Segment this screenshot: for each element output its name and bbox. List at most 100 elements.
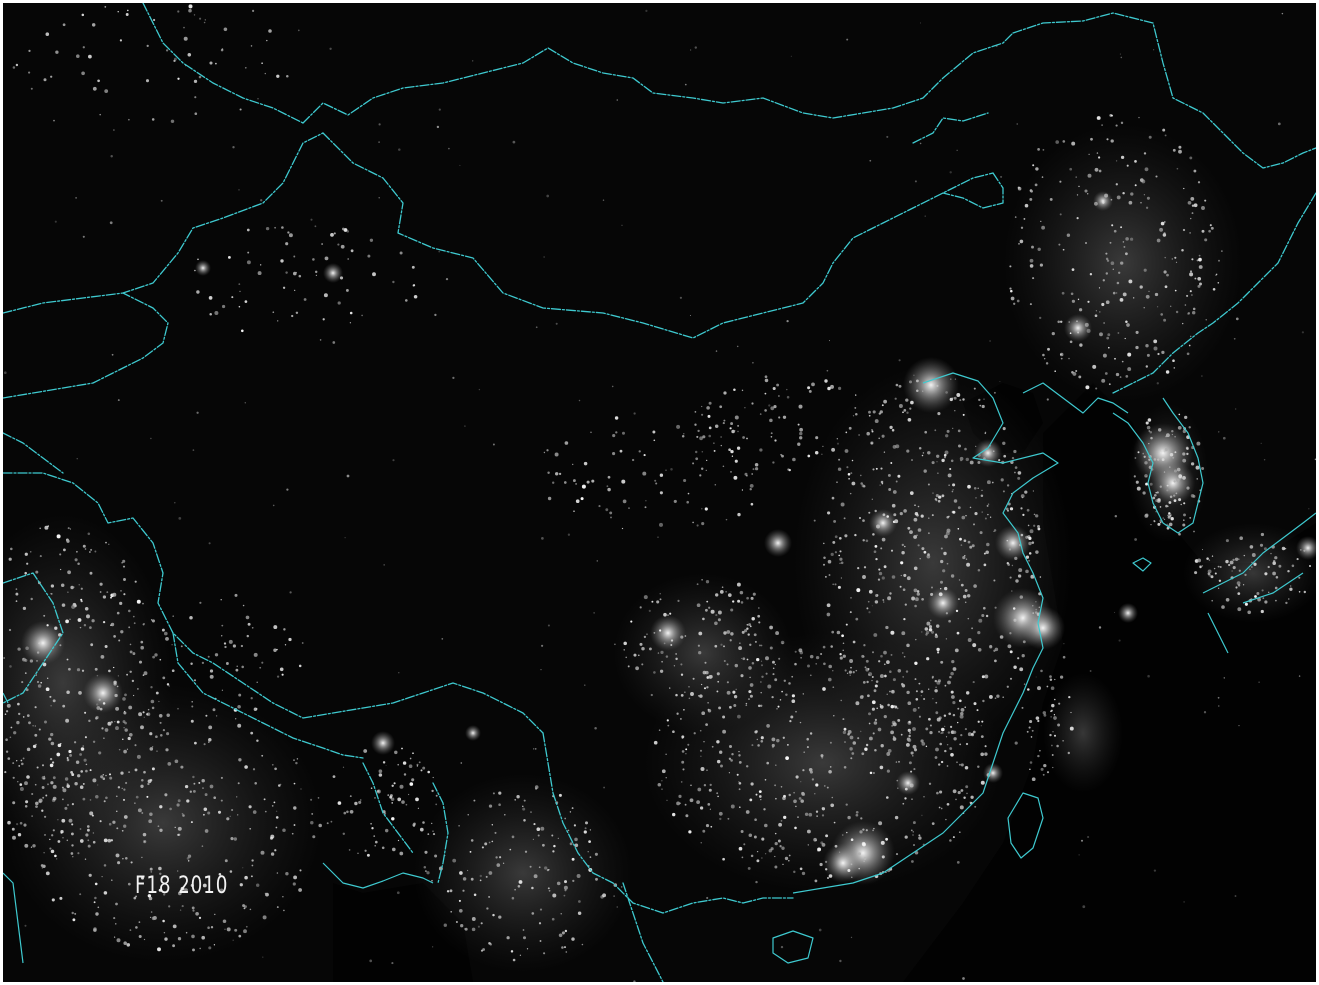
city-light — [1046, 685, 1049, 688]
city-light — [153, 18, 156, 22]
city-light — [865, 743, 869, 747]
mongolia-border — [302, 32, 1014, 124]
city-light — [159, 721, 162, 724]
city-light — [921, 814, 923, 817]
city-light — [643, 635, 647, 639]
city-light — [850, 757, 853, 760]
city-light — [458, 908, 463, 913]
city-light — [1017, 186, 1022, 191]
city-light — [1084, 322, 1089, 327]
city-light — [725, 518, 728, 521]
city-light — [1059, 213, 1062, 216]
city-light — [185, 931, 188, 934]
city-light — [964, 765, 969, 770]
city-light — [793, 870, 796, 874]
city-light — [1156, 382, 1159, 385]
city-light — [87, 839, 90, 842]
city-light — [576, 874, 581, 878]
city-light — [941, 727, 945, 732]
city-light — [653, 439, 656, 442]
city-light — [850, 472, 853, 475]
city-light — [1002, 490, 1005, 493]
city-light — [391, 962, 394, 965]
city-light — [492, 792, 495, 795]
city-light — [128, 609, 131, 613]
city-light — [688, 697, 691, 700]
city-light — [759, 704, 763, 708]
city-light — [349, 809, 354, 814]
city-light — [1085, 242, 1087, 244]
city-light — [106, 591, 109, 593]
city-light — [1021, 654, 1025, 658]
city-light — [754, 467, 759, 471]
city-light — [504, 814, 506, 816]
city-light — [760, 739, 764, 743]
city-light — [1034, 183, 1038, 187]
city-light — [399, 851, 404, 856]
city-light — [945, 434, 949, 438]
city-light — [985, 614, 989, 618]
city-light — [969, 506, 972, 509]
city-light — [82, 782, 85, 785]
city-light — [1037, 686, 1041, 691]
city-light — [146, 44, 149, 48]
city-light — [760, 681, 762, 683]
city-light — [103, 737, 105, 740]
city-light — [700, 683, 703, 686]
city-light — [847, 729, 852, 734]
city-light — [1098, 626, 1102, 629]
city-light — [862, 828, 865, 831]
city-light — [5, 738, 8, 741]
city-light — [934, 429, 937, 432]
city-light — [855, 701, 860, 706]
city-light — [867, 694, 870, 698]
japan-coast — [1202, 512, 1316, 654]
city-light — [881, 576, 885, 580]
city-light — [858, 852, 862, 856]
city-light — [1173, 499, 1177, 502]
city-light — [219, 888, 224, 893]
city-light — [749, 483, 754, 488]
city-light — [52, 796, 57, 801]
city-light — [1178, 498, 1182, 502]
city-light — [881, 482, 884, 485]
city-light — [20, 759, 23, 762]
city-light — [731, 455, 734, 457]
city-light — [1030, 736, 1033, 738]
city-light — [1163, 270, 1167, 274]
city-light — [514, 888, 516, 891]
city-light — [449, 889, 453, 893]
city-light — [422, 821, 425, 824]
city-light — [1267, 565, 1270, 569]
city-light — [198, 781, 201, 784]
city-light — [69, 528, 72, 530]
city-light — [1198, 257, 1202, 262]
city-light — [866, 607, 869, 610]
city-light — [1163, 318, 1167, 322]
city-light — [77, 774, 81, 778]
city-light — [60, 743, 62, 745]
city-light — [224, 928, 226, 931]
city-light — [564, 929, 568, 933]
city-light — [751, 662, 755, 665]
city-light — [226, 927, 231, 932]
city-light — [961, 515, 966, 520]
city-light — [906, 690, 910, 695]
city-light — [80, 600, 83, 603]
city-light — [397, 763, 400, 766]
city-light — [838, 386, 842, 390]
city-light — [221, 635, 223, 637]
city-light — [1026, 508, 1030, 512]
city-light — [149, 747, 154, 751]
city-light — [162, 728, 166, 732]
city-light — [798, 404, 803, 409]
city-light — [89, 769, 92, 772]
city-light — [138, 660, 143, 664]
city-light — [980, 752, 985, 757]
city-light — [450, 910, 453, 913]
city-light — [605, 508, 609, 512]
city-light — [865, 539, 869, 543]
city-light — [1153, 458, 1157, 461]
city-light — [102, 774, 105, 776]
city-light — [195, 911, 199, 916]
